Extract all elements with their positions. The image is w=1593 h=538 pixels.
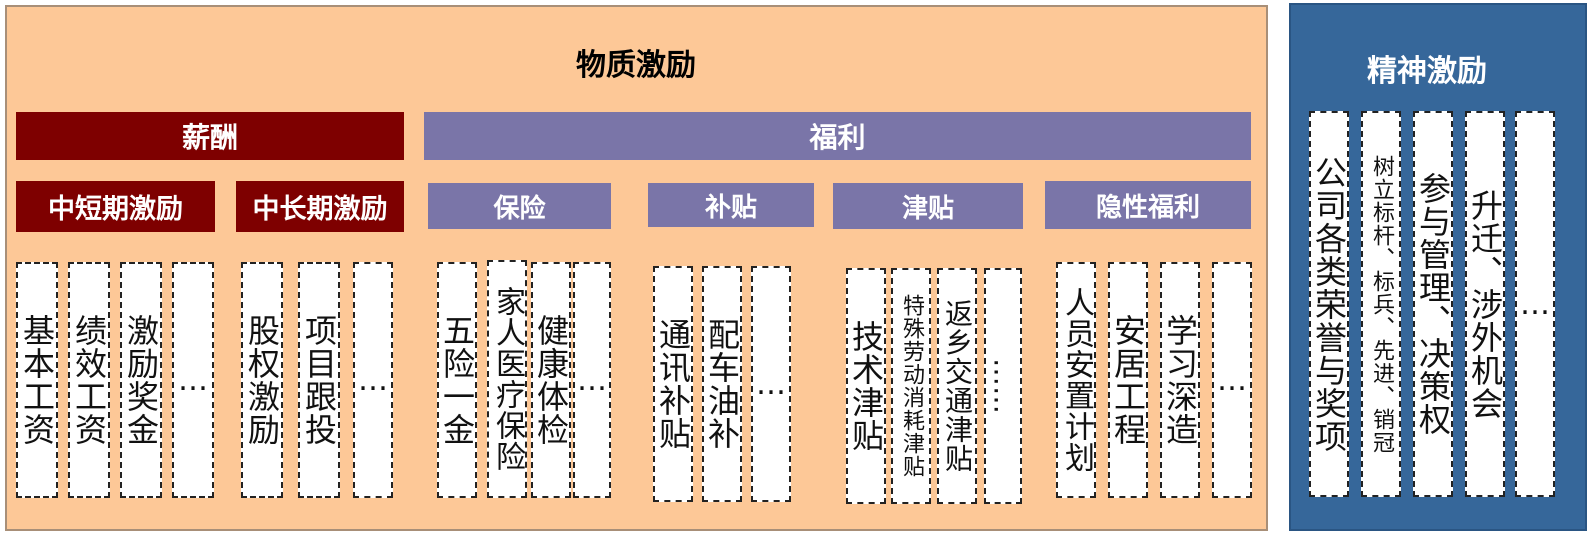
item-technical-allowance: 技术津贴 — [846, 268, 886, 504]
item-housing-project: 安居工程 — [1108, 262, 1148, 498]
item-more-hidden: … — [1212, 262, 1252, 498]
mid-long-term-header: 中长期激励 — [236, 181, 404, 232]
salary-header: 薪酬 — [16, 112, 404, 160]
item-communication-subsidy: 通讯补贴 — [653, 266, 693, 502]
short-mid-term-header: 中短期激励 — [16, 181, 215, 232]
item-promotion-overseas: 升迁、涉外机会 — [1465, 111, 1505, 497]
hidden-welfare-header: 隐性福利 — [1045, 181, 1251, 229]
item-more-insurance: … — [573, 262, 611, 498]
item-car-fuel-subsidy: 配车油补 — [702, 266, 742, 502]
item-company-honors: 公司各类荣誉与奖项 — [1309, 111, 1349, 497]
welfare-header: 福利 — [424, 112, 1251, 160]
item-family-medical-insurance: 家人医疗保险 — [487, 260, 527, 498]
item-health-checkup: 健康体检 — [531, 262, 571, 498]
spiritual-title: 精神激励 — [1367, 54, 1487, 89]
item-more-subsidy: … — [751, 266, 791, 502]
item-more-mid-long: … — [353, 262, 393, 498]
item-participation-management: 参与管理、决策权 — [1413, 111, 1453, 497]
item-basic-salary: 基本工资 — [16, 262, 58, 498]
item-social-insurance-fund: 五险一金 — [437, 262, 477, 498]
subsidy-header: 补贴 — [648, 183, 814, 227]
item-more-short-mid: … — [172, 262, 214, 498]
item-more-allowance: …… — [984, 268, 1022, 504]
item-project-co-investment: 项目跟投 — [298, 262, 340, 498]
item-home-travel-allowance: 返乡交通津贴 — [937, 268, 977, 504]
item-more-spiritual: … — [1515, 111, 1555, 497]
item-further-study: 学习深造 — [1160, 262, 1200, 498]
item-equity-incentive: 股权激励 — [241, 262, 283, 498]
material-title: 物质激励 — [576, 48, 696, 83]
item-incentive-bonus: 激励奖金 — [120, 262, 162, 498]
item-role-models: 树立标杆、标兵、先进、销冠 — [1361, 111, 1401, 497]
item-special-labor-allowance: 特殊劳动消耗津贴 — [891, 268, 931, 504]
item-staff-placement-plan: 人员安置计划 — [1056, 262, 1096, 498]
allowance-header: 津贴 — [833, 183, 1023, 229]
insurance-header: 保险 — [428, 183, 611, 229]
item-performance-salary: 绩效工资 — [68, 262, 110, 498]
